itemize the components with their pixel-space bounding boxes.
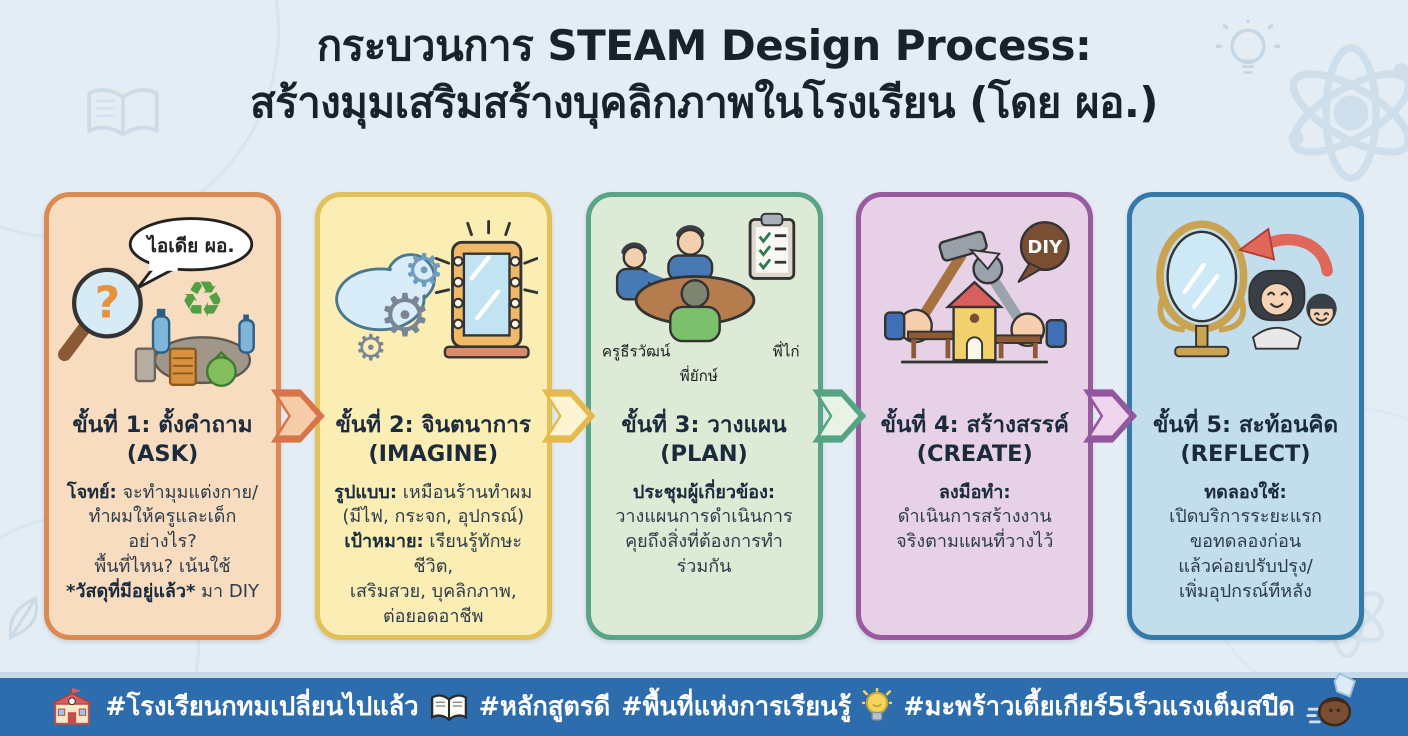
svg-text:?: ? <box>95 277 120 328</box>
vanity-mirror-icon <box>434 219 538 359</box>
hashtag: #พื้นที่แห่งการเรียนรู้ <box>621 692 852 722</box>
title-line-1: กระบวนการ STEAM Design Process: <box>316 21 1092 70</box>
step-card-plan: ครูธีรวัฒน์ พี่ไก่ พี่ยักษ์ ขั้นที่ 3: ว… <box>585 192 823 640</box>
reflect-arrow-icon <box>1237 227 1333 277</box>
hashtag-bar: #โรงเรียนกทมเปลี่ยนไปแล้ว #หลักสูตรดี #พ… <box>0 672 1408 736</box>
person-label: พี่ยักษ์ <box>679 365 717 385</box>
bulb-icon <box>862 688 893 726</box>
page-title: กระบวนการ STEAM Design Process: สร้างมุม… <box>0 18 1408 131</box>
step-heading: ขั้นที่ 4: สร้างสรรค์ (CREATE) <box>880 412 1069 468</box>
person-label: พี่ไก่ <box>772 340 799 360</box>
school-icon <box>50 688 94 726</box>
gears-icon: ⚙ ⚙ ⚙ <box>354 244 444 369</box>
person-label: ครูธีรวัฒน์ <box>601 342 670 360</box>
step-body: ประชุมผู้เกี่ยวข้อง: วางแผนการดำเนินการ … <box>615 481 793 577</box>
svg-text:⚙: ⚙ <box>378 280 431 349</box>
step-heading: ขั้นที่ 5: สะท้อนคิด (REFLECT) <box>1152 412 1339 468</box>
step-heading: ขั้นที่ 3: วางแผน (PLAN) <box>621 412 787 468</box>
step-heading: ขั้นที่ 2: จินตนาการ (IMAGINE) <box>335 412 531 468</box>
svg-text:⚙: ⚙ <box>403 244 444 297</box>
create-illustration: DIY <box>870 207 1079 403</box>
hashtag: #หลักสูตรดี <box>478 692 611 722</box>
step-card-create: DIY <box>856 192 1094 640</box>
trash-pile-icon <box>134 308 255 387</box>
school-corner-building-icon <box>901 280 1049 364</box>
step-body: ทดลองใช้: เปิดบริการระยะแรก ขอทดลองก่อน … <box>1169 481 1322 602</box>
step-card-reflect: ขั้นที่ 5: สะท้อนคิด (REFLECT) ทดลองใช้:… <box>1127 192 1364 640</box>
steps-row: ไอเดีย ผอ. ? ♻ <box>44 192 1364 640</box>
title-line-2: สร้างมุมเสริมสร้างบุคลิกภาพในโรงเรียน (โ… <box>250 77 1159 127</box>
step-heading: ขั้นที่ 1: ตั้งคำถาม (ASK) <box>72 412 253 468</box>
coconut-icon <box>1306 671 1358 727</box>
step-body: ลงมือทำ: ดำเนินการสร้างงาน จริงตามแผนที่… <box>896 481 1054 553</box>
reflect-illustration <box>1141 207 1350 403</box>
step-body: โจทย์: จะทำมุมแต่งกาย/ ทำผมให้ครูและเด็ก… <box>65 481 260 602</box>
step-card-imagine: ⚙ ⚙ ⚙ ขั้นที่ 2: จินตนาการ (IMAGIN <box>314 192 552 640</box>
svg-text:DIY: DIY <box>1028 237 1064 258</box>
recycle-icon: ♻ <box>180 270 224 328</box>
svg-text:ไอเดีย ผอ.: ไอเดีย ผอ. <box>145 234 234 257</box>
step-card-ask: ไอเดีย ผอ. ? ♻ <box>44 192 281 640</box>
thinking-cloud-icon <box>334 253 436 332</box>
hashtag: #โรงเรียนกทมเปลี่ยนไปแล้ว <box>105 692 419 722</box>
hashtag: #มะพร้าวเตี้ยเกียร์5เร็วแรงเต็มสปีด <box>903 692 1295 722</box>
imagine-illustration: ⚙ ⚙ ⚙ <box>329 207 538 403</box>
step-body: รูปแบบ: เหมือนร้านทำผม (มีไฟ, กระจก, อุป… <box>334 481 533 627</box>
meeting-table-icon <box>615 225 755 343</box>
book-icon <box>430 692 468 722</box>
magnifier-icon: ? <box>58 267 143 362</box>
svg-text:⚙: ⚙ <box>354 327 386 369</box>
ask-illustration: ไอเดีย ผอ. ? ♻ <box>58 207 267 403</box>
standing-mirror-icon <box>1156 220 1248 358</box>
teacher-and-child-icon <box>1248 269 1337 350</box>
plan-illustration: ครูธีรวัฒน์ พี่ไก่ พี่ยักษ์ <box>600 207 809 403</box>
diy-speech-bubble: DIY <box>1017 221 1070 284</box>
checklist-clipboard-icon <box>748 212 795 280</box>
